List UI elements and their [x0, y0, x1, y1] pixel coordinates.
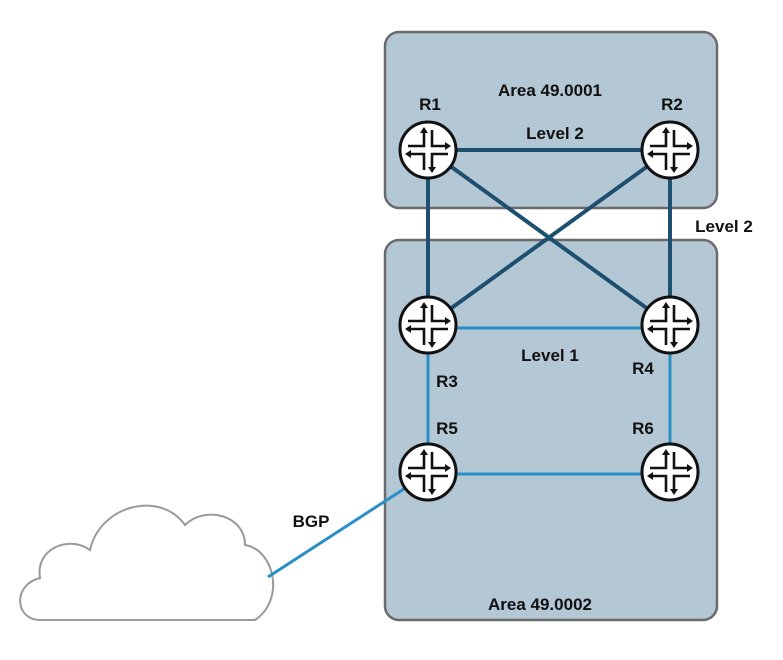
router-icon-r5 — [398, 442, 458, 502]
level2-right-label: Level 2 — [695, 217, 753, 236]
area-49-0001-box — [383, 30, 719, 210]
r3-label: R3 — [436, 372, 458, 391]
r2-label: R2 — [661, 95, 683, 114]
router-icon-r3 — [398, 295, 458, 355]
router-icon-r2 — [640, 120, 700, 180]
r6-label: R6 — [632, 419, 654, 438]
bgp-label: BGP — [293, 512, 330, 531]
link-bgp — [267, 483, 411, 579]
level1-label: Level 1 — [521, 346, 579, 365]
r1-label: R1 — [419, 95, 441, 114]
link-r2-r3 — [426, 148, 672, 327]
r5-label: R5 — [436, 419, 458, 438]
r4-label: R4 — [632, 359, 654, 378]
cloud-icon — [19, 504, 274, 621]
area-49-0002-label: Area 49.0002 — [488, 595, 592, 614]
area-49-0001-label: Area 49.0001 — [498, 81, 602, 100]
router-icon-r4 — [640, 295, 700, 355]
level2-top-label: Level 2 — [526, 124, 584, 143]
router-icon-r6 — [640, 442, 700, 502]
router-icon-r1 — [398, 120, 458, 180]
